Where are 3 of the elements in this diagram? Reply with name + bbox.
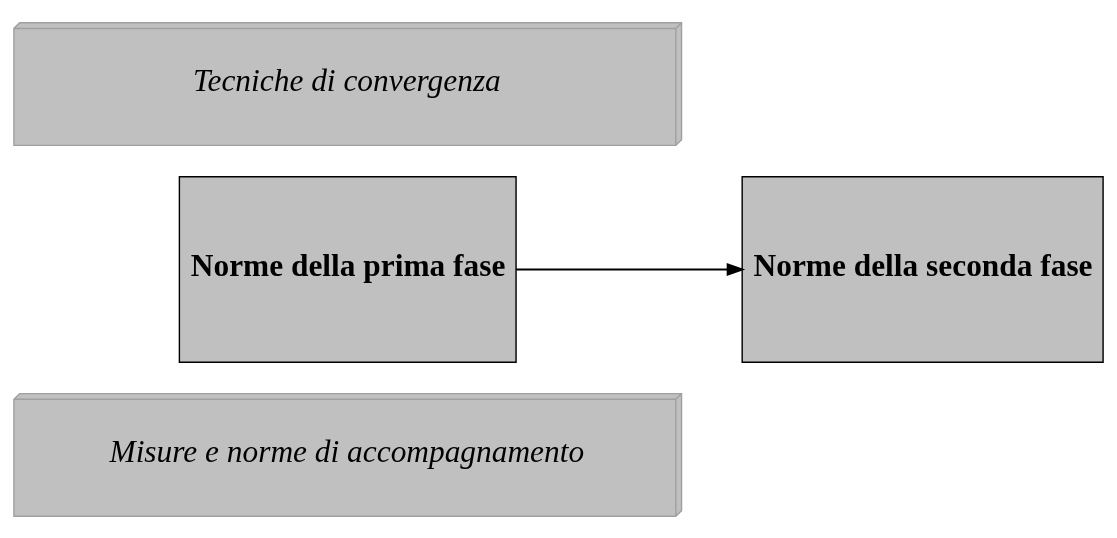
- node-box: Norme della prima fase: [178, 175, 517, 363]
- node-box: Norme della seconda fase: [741, 175, 1104, 363]
- arrow: [516, 262, 746, 276]
